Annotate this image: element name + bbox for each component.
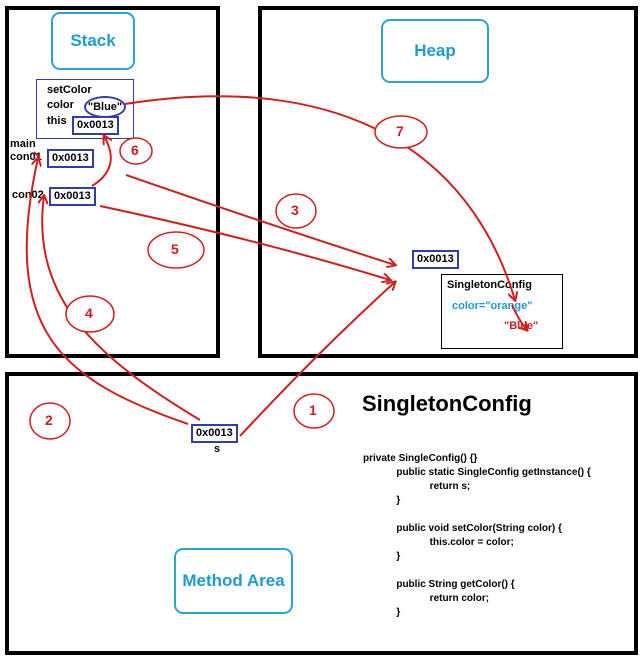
code-line: }	[363, 607, 401, 618]
step-ellipse-5	[147, 231, 205, 269]
heap-object-box	[441, 274, 563, 349]
step-number-1: 1	[309, 402, 317, 418]
code-line: this.color = color;	[363, 537, 514, 548]
arrow-4	[42, 196, 201, 421]
setcolor-frame-title: setColor	[47, 84, 92, 96]
con01-address: 0x0013	[47, 149, 94, 168]
step-number-3: 3	[291, 202, 299, 218]
code-line: private SingleConfig() {}	[363, 453, 478, 464]
arrow-5	[99, 205, 390, 280]
arrow-1	[239, 282, 395, 437]
method-area-code: private SingleConfig() {} public static …	[363, 452, 591, 620]
code-line: return s;	[363, 481, 471, 492]
code-line: public static SingleConfig getInstance()…	[363, 467, 591, 478]
arrow-blue-value	[511, 304, 527, 330]
this-label: this	[47, 115, 67, 127]
stack-label: Stack	[51, 12, 135, 70]
step-number-5: 5	[171, 241, 179, 257]
step-number-2: 2	[45, 412, 53, 428]
code-line: }	[363, 551, 401, 562]
arrow-7	[124, 95, 515, 300]
heap-object-address: 0x0013	[412, 250, 459, 269]
step-ellipse-7	[374, 115, 428, 149]
method-area-class-title: SingletonConfig	[362, 391, 532, 416]
con02-label: con02	[12, 189, 44, 201]
step-ellipse-1	[293, 393, 335, 429]
step-ellipse-6	[119, 137, 153, 165]
arrow-2	[25, 158, 189, 425]
con02-address: 0x0013	[49, 187, 96, 206]
color-param-label: color	[47, 99, 74, 111]
arrow-con01-tick	[33, 151, 41, 159]
code-line: public void setColor(String color) {	[363, 523, 562, 534]
code-line: }	[363, 495, 401, 506]
static-field-name: s	[214, 443, 221, 455]
color-param-value-text: "Blue"	[87, 101, 123, 113]
main-frame-label: main	[10, 138, 36, 150]
this-address: 0x0013	[72, 116, 119, 135]
step-ellipse-4	[65, 295, 115, 333]
heap-object-color-field: color="orange"	[452, 300, 533, 312]
step-number-7: 7	[396, 123, 404, 139]
method-area-label: Method Area	[174, 548, 293, 614]
code-line: public String getColor() {	[363, 579, 515, 590]
code-line: return color;	[363, 593, 490, 604]
static-field-address: 0x0013	[191, 424, 238, 443]
arrow-3	[125, 174, 395, 265]
step-number-4: 4	[85, 305, 93, 321]
step-number-6: 6	[131, 142, 139, 158]
step-ellipse-3	[275, 193, 317, 229]
arrow-6	[91, 136, 111, 187]
step-ellipse-2	[29, 402, 71, 440]
heap-label: Heap	[381, 19, 489, 83]
